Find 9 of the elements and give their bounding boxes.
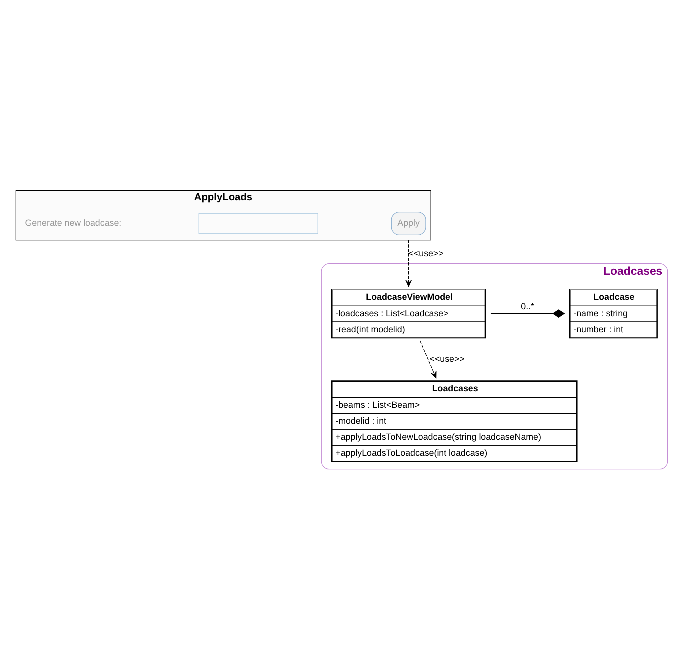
edge-label: 0..*: [521, 300, 534, 311]
node-box: Apply: [391, 211, 426, 235]
arrow: [420, 340, 437, 378]
arrow: [406, 239, 412, 287]
label: Generate new loadcase:: [25, 218, 122, 228]
connector: [490, 309, 566, 318]
node-box: [198, 212, 318, 234]
edge-label: <<use>>: [430, 353, 465, 364]
edge-label: <<use>>: [408, 248, 444, 258]
